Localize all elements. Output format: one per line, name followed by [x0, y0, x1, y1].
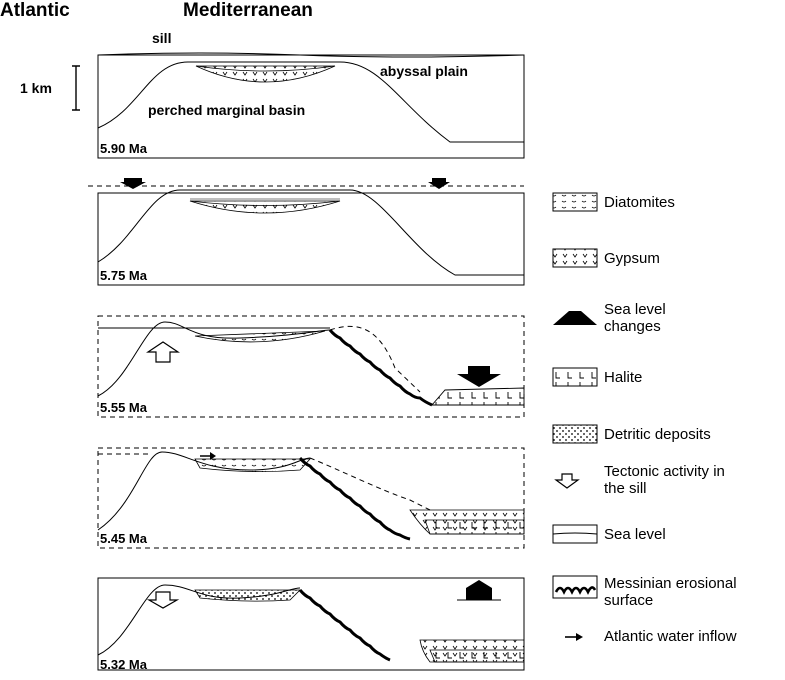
seafloor-profile: [97, 61, 524, 143]
abyssal-plain-label: abyssal plain: [380, 63, 468, 79]
sea-level-fall-arrow: [457, 366, 501, 387]
diatomites-icon: [552, 192, 598, 212]
age-label: 5.45 Ma: [100, 531, 147, 546]
age-label: 5.75 Ma: [100, 268, 147, 283]
panel-5-45: [97, 447, 525, 549]
tectonic-icon: [554, 473, 580, 489]
erosional-surface: [328, 329, 433, 407]
age-label: 5.55 Ma: [100, 400, 147, 415]
legend-icons: [552, 192, 598, 641]
halite-body: [431, 387, 525, 406]
legend-inflow: Atlantic water inflow: [604, 628, 737, 645]
sea-level-down-arrow: [120, 178, 146, 189]
panel-5-55: [97, 315, 525, 418]
sill-label: sill: [152, 30, 172, 46]
inflow-arrow-icon: [576, 633, 583, 641]
age-label: 5.32 Ma: [100, 657, 147, 672]
tectonic-arrow: [146, 591, 180, 609]
legend-diatomites: Diatomites: [604, 194, 675, 211]
legend-halite: Halite: [604, 369, 643, 386]
atlantic-inflow-arrow: [210, 452, 216, 460]
legend-gypsum: Gypsum: [604, 250, 660, 267]
erosional-surface-icon: [552, 575, 598, 599]
scale-label: 1 km: [20, 80, 52, 96]
sea-level-line: [97, 52, 525, 58]
tectonic-uplift-arrow: [146, 341, 180, 363]
gypsum-icon: [552, 248, 598, 268]
panel-5-75: [88, 178, 525, 286]
detritic-icon: [552, 424, 598, 444]
mediterranean-header: Mediterranean: [183, 0, 313, 21]
halite-icon: [552, 367, 598, 387]
legend-detritic: Detritic deposits: [604, 426, 711, 443]
atlantic-header: Atlantic: [0, 0, 70, 21]
perched-basin-label: perched marginal basin: [148, 102, 306, 118]
sea-level-icon: [552, 524, 598, 544]
age-label: 5.90 Ma: [100, 141, 147, 156]
legend-sea-level: Sea level: [604, 526, 666, 543]
panel-5-90: [72, 52, 525, 159]
sea-level-change-icon: [553, 311, 597, 325]
sea-level-down-arrow: [428, 178, 450, 189]
sea-level-rise-arrow: [466, 580, 492, 600]
scale-bar: [72, 65, 80, 111]
panel-5-32: [97, 577, 525, 671]
